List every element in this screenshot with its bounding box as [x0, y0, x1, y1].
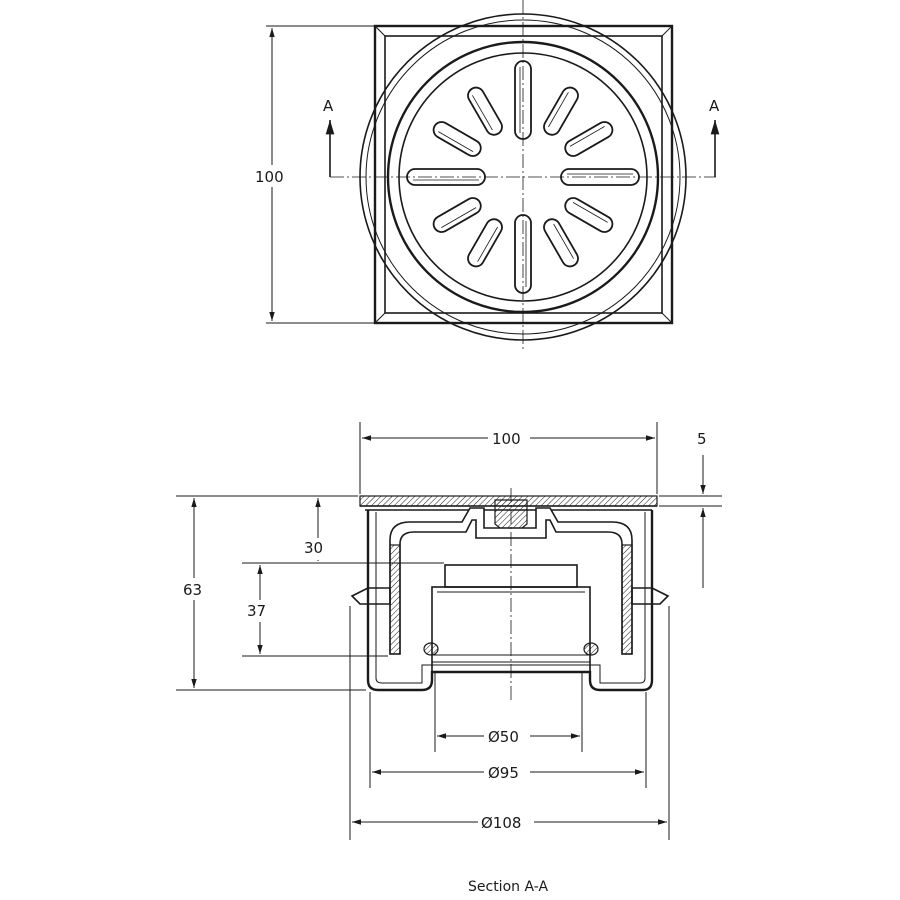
grate-slot: [564, 121, 614, 157]
overall-height-label: 63: [183, 581, 202, 599]
side-clip-left: [350, 587, 391, 605]
section-caption: Section A-A: [468, 879, 548, 895]
o-ring-right: [583, 642, 599, 656]
grate-slot: [467, 218, 503, 268]
section-marker-right: A: [709, 97, 720, 115]
frame-bevel: [374, 25, 386, 37]
square-frame-outer: [373, 24, 674, 325]
grate-slot: [543, 86, 579, 136]
depth-37-label: 37: [247, 602, 266, 620]
grate-slot-detail: [477, 226, 498, 262]
frame-bevel: [661, 25, 673, 37]
flange-diameter-label: Ø108: [481, 814, 521, 832]
grate-slot: [564, 197, 614, 233]
grate-slot-detail: [438, 131, 474, 152]
height-dimension-label: 100: [255, 168, 284, 186]
top-view: A A 100: [250, 0, 720, 352]
grate-slot-detail: [572, 202, 608, 223]
frame-bevel: [661, 312, 673, 324]
grate-slot: [543, 218, 579, 268]
grate-slot: [432, 197, 482, 233]
trap-bell-wall-left: [389, 544, 401, 655]
grate-slot-detail: [548, 92, 569, 128]
outlet-diameter-label: Ø50: [488, 728, 519, 746]
trap-bell-wall-right: [621, 544, 633, 655]
section-marker-left: A: [323, 97, 334, 115]
grate-slot: [432, 121, 482, 157]
side-clip-right: [631, 587, 670, 605]
grate-slots: [406, 60, 640, 294]
depth-30-label: 30: [304, 539, 323, 557]
grate-slot: [467, 86, 503, 136]
body-diameter-label: Ø95: [488, 764, 519, 782]
grate-slot-detail: [441, 207, 477, 228]
width-dimension-label: 100: [492, 430, 521, 448]
grate-slot-detail: [472, 95, 493, 131]
section-view: 100 5 63 30 37 Ø50 Ø95: [176, 422, 722, 840]
frame-bevel: [374, 312, 386, 324]
grate-slot-detail: [569, 126, 605, 147]
thickness-dimension-label: 5: [697, 430, 707, 448]
o-ring-left: [423, 642, 439, 656]
grate-slot-detail: [553, 223, 574, 259]
